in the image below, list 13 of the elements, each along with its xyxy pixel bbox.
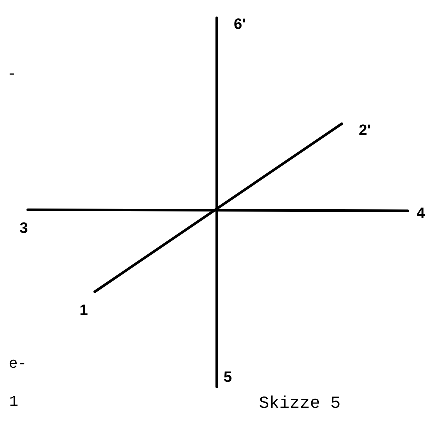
caption: Skizze 5 <box>260 396 340 408</box>
line <box>216 16 218 388</box>
point-label: 6' <box>234 18 246 30</box>
point-label: 2' <box>360 124 370 136</box>
line <box>26 208 410 212</box>
line <box>94 122 344 294</box>
point-label: 4 <box>417 208 426 218</box>
text-fragment: e- <box>10 360 25 368</box>
text-fragment: 1 <box>10 396 18 406</box>
point-label: 3 <box>20 222 28 234</box>
text-fragment: - <box>10 74 14 75</box>
point-label: 1 <box>80 304 88 316</box>
point-label: 5 <box>224 372 232 382</box>
